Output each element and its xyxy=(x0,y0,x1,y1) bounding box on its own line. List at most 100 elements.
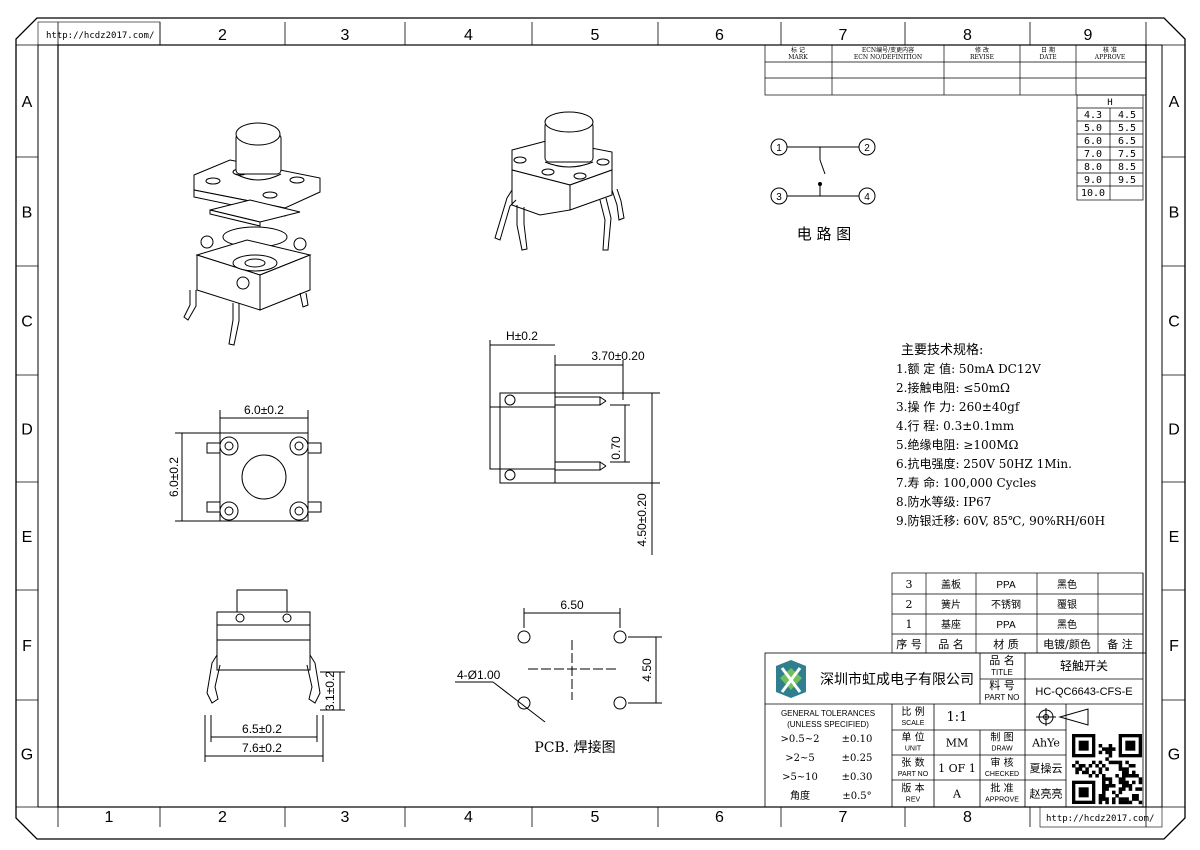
title-en: TITLE xyxy=(991,668,1013,677)
tb-label-en: PART NO xyxy=(898,771,929,778)
front-view xyxy=(204,589,345,762)
h-table-cell: 6.5 xyxy=(1118,136,1136,147)
dim-pcb-450: 4.50 xyxy=(640,658,654,682)
specs-title: 主要技术规格: xyxy=(901,342,983,358)
outer-frame xyxy=(15,17,1186,840)
row-right-E: E xyxy=(1169,529,1180,546)
bom-header-cell: 品 名 xyxy=(938,637,964,651)
side-view xyxy=(489,340,660,555)
dim-front-76: 7.6±0.2 xyxy=(242,741,282,755)
bom-cell: 黑色 xyxy=(1057,618,1077,631)
h-table-cell: 9.0 xyxy=(1084,175,1102,186)
spec-line: 6.抗电强度: 250V 50HZ 1Min. xyxy=(896,456,1072,471)
rev-h3-cn: 修 改 xyxy=(975,46,989,54)
spec-line: 3.操 作 力: 260±40gf xyxy=(896,399,1021,414)
pcb-view xyxy=(455,608,662,723)
circuit-diagram xyxy=(770,138,876,205)
row-right-C: C xyxy=(1168,314,1180,331)
tol-range: >0.5~2 xyxy=(780,734,819,745)
revision-table xyxy=(764,44,1147,96)
bom-cell: 基座 xyxy=(941,618,961,631)
row-left-G: G xyxy=(21,747,33,764)
spec-line: 7.寿 命: 100,000 Cycles xyxy=(896,475,1036,490)
dim-front-31: 3.1±0.2 xyxy=(323,671,337,711)
rev-h4-cn: 日 期 xyxy=(1041,46,1055,54)
part-en: PART NO xyxy=(985,693,1020,702)
tb-label-en: REV xyxy=(906,797,921,804)
company-name: 深圳市虹成电子有限公司 xyxy=(820,671,974,688)
tb-label-en: DRAW xyxy=(991,746,1013,753)
h-table-cell: 8.5 xyxy=(1118,162,1136,173)
pin-3-label: 3 xyxy=(776,192,782,203)
dim-top-height: 6.0±0.2 xyxy=(167,457,181,497)
tb-value: 1:1 xyxy=(947,710,968,725)
tol-range: 角度 xyxy=(790,789,810,802)
pin-4-label: 4 xyxy=(864,192,870,203)
h-table-header: H xyxy=(1107,98,1112,108)
col-bot-4: 4 xyxy=(464,809,473,826)
col-top-7: 7 xyxy=(839,27,848,44)
spec-line: 9.防银迁移: 60V, 85℃, 90%RH/60H xyxy=(896,513,1105,528)
top-view xyxy=(175,410,322,522)
col-top-9: 9 xyxy=(1084,27,1093,44)
qr-code-icon xyxy=(1072,734,1143,805)
bom-cell: PPA xyxy=(996,580,1016,591)
col-top-5: 5 xyxy=(591,27,600,44)
url-top: http://hcdz2017.com/ xyxy=(46,31,154,41)
h-table-cell: 10.0 xyxy=(1081,188,1105,199)
company-logo xyxy=(770,658,812,700)
dim-side-h: H±0.2 xyxy=(506,329,538,343)
row-right-G: G xyxy=(1168,747,1180,764)
tol-title-2: (UNLESS SPECIFIED) xyxy=(787,720,869,729)
col-top-3: 3 xyxy=(341,27,350,44)
bom-cell: 黑色 xyxy=(1057,578,1077,591)
tb-label-cn: 张 数 xyxy=(901,756,924,769)
dim-side-pin: 3.70±0.20 xyxy=(591,349,645,363)
tb-label-cn: 比 例 xyxy=(901,705,924,718)
h-table-cell: 4.5 xyxy=(1118,110,1136,121)
row-left-F: F xyxy=(22,638,32,655)
h-table-cell: 7.5 xyxy=(1118,149,1136,160)
rev-h1-en: MARK xyxy=(788,54,808,61)
h-table-cell: 4.3 xyxy=(1084,110,1102,121)
row-right-F: F xyxy=(1169,638,1179,655)
tb-label-cn: 审 核 xyxy=(990,756,1013,769)
col-bot-7: 7 xyxy=(839,809,848,826)
h-table-cell: 8.0 xyxy=(1084,162,1102,173)
rev-h1-cn: 标 记 xyxy=(791,46,805,54)
col-top-6: 6 xyxy=(715,27,724,44)
tb-label-en: APPROVE xyxy=(985,797,1019,804)
tol-range: >5~10 xyxy=(782,772,818,783)
col-bot-6: 6 xyxy=(715,809,724,826)
col-bot-3: 3 xyxy=(341,809,350,826)
tb-label-en: UNIT xyxy=(905,746,922,753)
rev-h2-en: ECN NO/DEFINITION xyxy=(854,54,922,61)
spec-line: 1.额 定 值: 50mA DC12V xyxy=(896,361,1041,376)
tb-label-cn: 单 位 xyxy=(901,731,924,744)
tol-value: ±0.10 xyxy=(842,734,873,745)
h-table-cell: 5.0 xyxy=(1084,123,1102,134)
col-bot-8: 8 xyxy=(963,809,972,826)
col-bot-1: 1 xyxy=(105,809,114,826)
rev-h3-en: REVISE xyxy=(970,54,994,61)
rev-h4-en: DATE xyxy=(1039,54,1056,61)
part-value: HC-QC6643-CFS-E xyxy=(1035,686,1132,698)
row-left-D: D xyxy=(21,422,33,439)
bom-header-cell: 备 注 xyxy=(1107,637,1133,651)
bom-cell: 覆银 xyxy=(1057,598,1077,611)
row-left-B: B xyxy=(22,205,33,222)
bom-cell: 盖板 xyxy=(941,578,961,591)
dim-side-070: 0.70 xyxy=(609,436,623,460)
col-bot-5: 5 xyxy=(591,809,600,826)
col-top-4: 4 xyxy=(464,27,473,44)
row-right-A: A xyxy=(1169,94,1180,111)
tb-label-cn: 版 本 xyxy=(901,782,924,795)
col-bot-2: 2 xyxy=(218,809,227,826)
tol-value: ±0.5° xyxy=(842,791,871,802)
projection-symbol-icon xyxy=(1036,708,1089,726)
rev-h5-en: APPROVE xyxy=(1094,54,1125,61)
tb-value: 赵亮亮 xyxy=(1030,787,1063,801)
bom-cell: 簧片 xyxy=(941,598,961,611)
dim-pcb-650: 6.50 xyxy=(560,598,584,612)
